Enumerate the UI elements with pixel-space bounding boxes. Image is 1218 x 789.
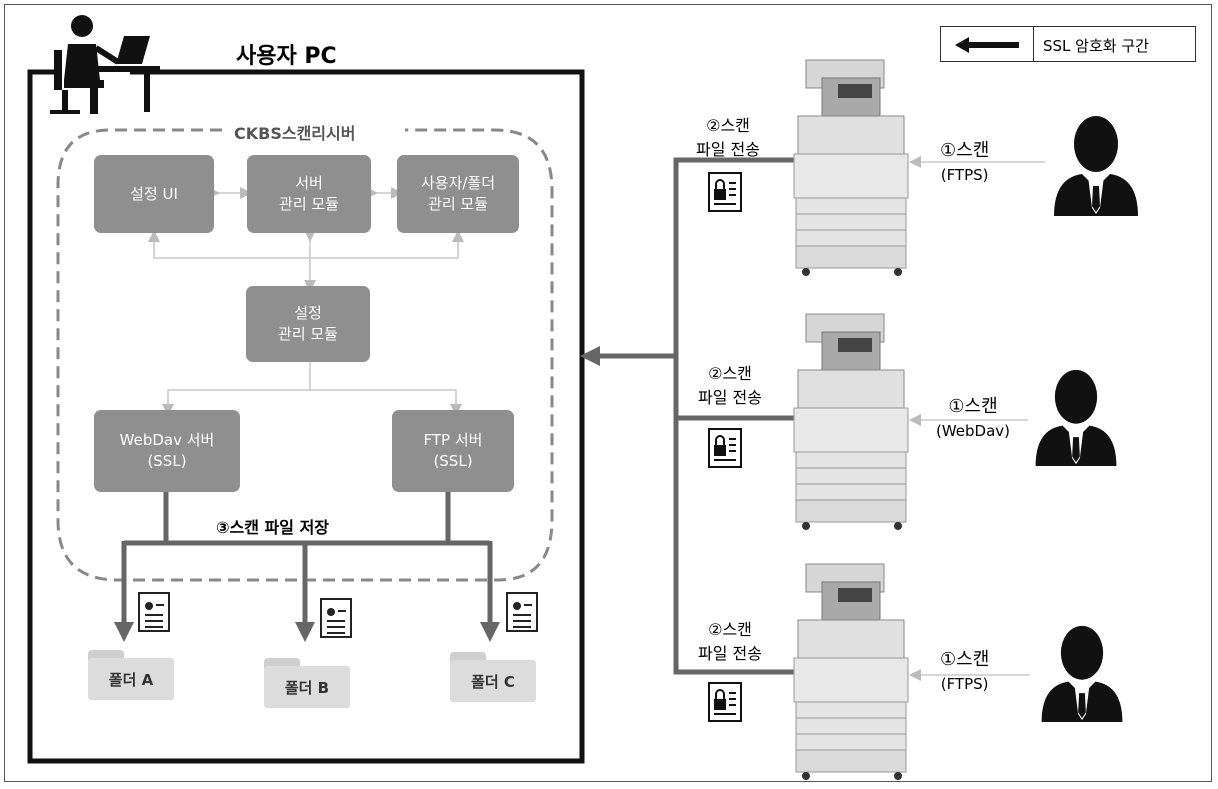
locked-document-icon <box>708 428 742 468</box>
legend-label: SSL 암호화 구간 <box>1043 37 1149 55</box>
transfer-label-2: ②스캔 파일 전송 <box>680 360 780 408</box>
server-group-title: CKBS스캔리시버 <box>230 120 360 144</box>
scan-protocol: (FTPS) <box>940 675 989 693</box>
page-title: 사용자 PC <box>236 44 337 69</box>
user-folder-management-module: 사용자/폴더 관리 모듈 <box>397 155 519 233</box>
ftp-server-module: FTP 서버 (SSL) <box>392 410 514 492</box>
module-line: 사용자/폴더 <box>420 174 496 192</box>
document-icon <box>320 598 352 638</box>
transfer-step: ②스캔 <box>708 620 752 639</box>
scan-label-1: ①스캔 (FTPS) <box>940 136 989 184</box>
module-line: FTP 서버 <box>423 431 483 449</box>
module-line: (SSL) <box>147 452 187 470</box>
scan-label-2: ①스캔 (WebDav) <box>936 392 1010 440</box>
scan-label-3: ①스캔 (FTPS) <box>940 645 989 693</box>
locked-document-icon <box>708 682 742 722</box>
scan-step: ①스캔 <box>940 140 990 161</box>
person-icon <box>1035 369 1117 466</box>
legend: SSL 암호화 구간 <box>940 26 1196 62</box>
user-pc-boundary <box>27 69 585 764</box>
transfer-step: ②스캔 <box>708 364 752 383</box>
internal-connectors <box>148 187 464 416</box>
webdav-server-module: WebDav 서버 (SSL) <box>94 410 240 492</box>
module-line: 설정 UI <box>130 184 178 203</box>
module-line: 관리 모듈 <box>278 325 338 343</box>
diagram-frame <box>4 4 1212 782</box>
scan-protocol: (FTPS) <box>940 166 989 184</box>
transfer-step: ②스캔 <box>706 116 750 135</box>
legend-separator <box>1033 27 1034 61</box>
scan-step: ①스캔 <box>948 396 998 417</box>
folder-label: 폴더 B <box>264 666 350 708</box>
transfer-label-3: ②스캔 파일 전송 <box>680 616 780 664</box>
scan-arrows <box>909 156 1045 681</box>
module-line: WebDav 서버 <box>119 431 215 449</box>
network-bus <box>580 157 796 675</box>
settings-ui-module: 설정 UI <box>94 155 214 233</box>
save-connectors <box>114 492 500 642</box>
module-line: (SSL) <box>433 452 473 470</box>
module-line: 관리 모듈 <box>279 195 339 213</box>
transfer-text: 파일 전송 <box>696 140 760 159</box>
printer-icon <box>793 563 909 780</box>
folder-a: 폴더 A <box>88 650 174 700</box>
printer-icon <box>793 59 909 276</box>
folder-b: 폴더 B <box>264 658 350 708</box>
document-icon <box>138 592 170 632</box>
folder-label: 폴더 A <box>88 658 174 700</box>
module-line: 관리 모듈 <box>428 195 488 213</box>
locked-document-icon <box>708 172 742 212</box>
save-step-label: ③스캔 파일 저장 <box>216 518 330 537</box>
server-management-module: 서버 관리 모듈 <box>247 155 371 233</box>
folder-label: 폴더 C <box>450 660 536 702</box>
user-at-desk-icon <box>50 15 160 114</box>
settings-management-module: 설정 관리 모듈 <box>246 286 370 362</box>
transfer-text: 파일 전송 <box>698 388 762 407</box>
scan-protocol: (WebDav) <box>936 422 1011 440</box>
printer-icon <box>793 313 909 530</box>
receiver-dashed-boundary <box>56 128 554 582</box>
lock-icon <box>714 435 736 461</box>
transfer-text: 파일 전송 <box>698 644 762 663</box>
person-icon <box>1041 625 1123 722</box>
document-icon <box>506 592 538 632</box>
scan-step: ①스캔 <box>940 649 990 670</box>
transfer-label-1: ②스캔 파일 전송 <box>678 112 778 160</box>
lock-icon <box>714 179 736 205</box>
arrow-left-icon <box>955 37 1019 53</box>
lock-icon <box>714 689 736 715</box>
module-line: 서버 <box>295 174 323 192</box>
folder-c: 폴더 C <box>450 652 536 702</box>
module-line: 설정 <box>294 304 322 322</box>
person-icon <box>1054 116 1138 216</box>
